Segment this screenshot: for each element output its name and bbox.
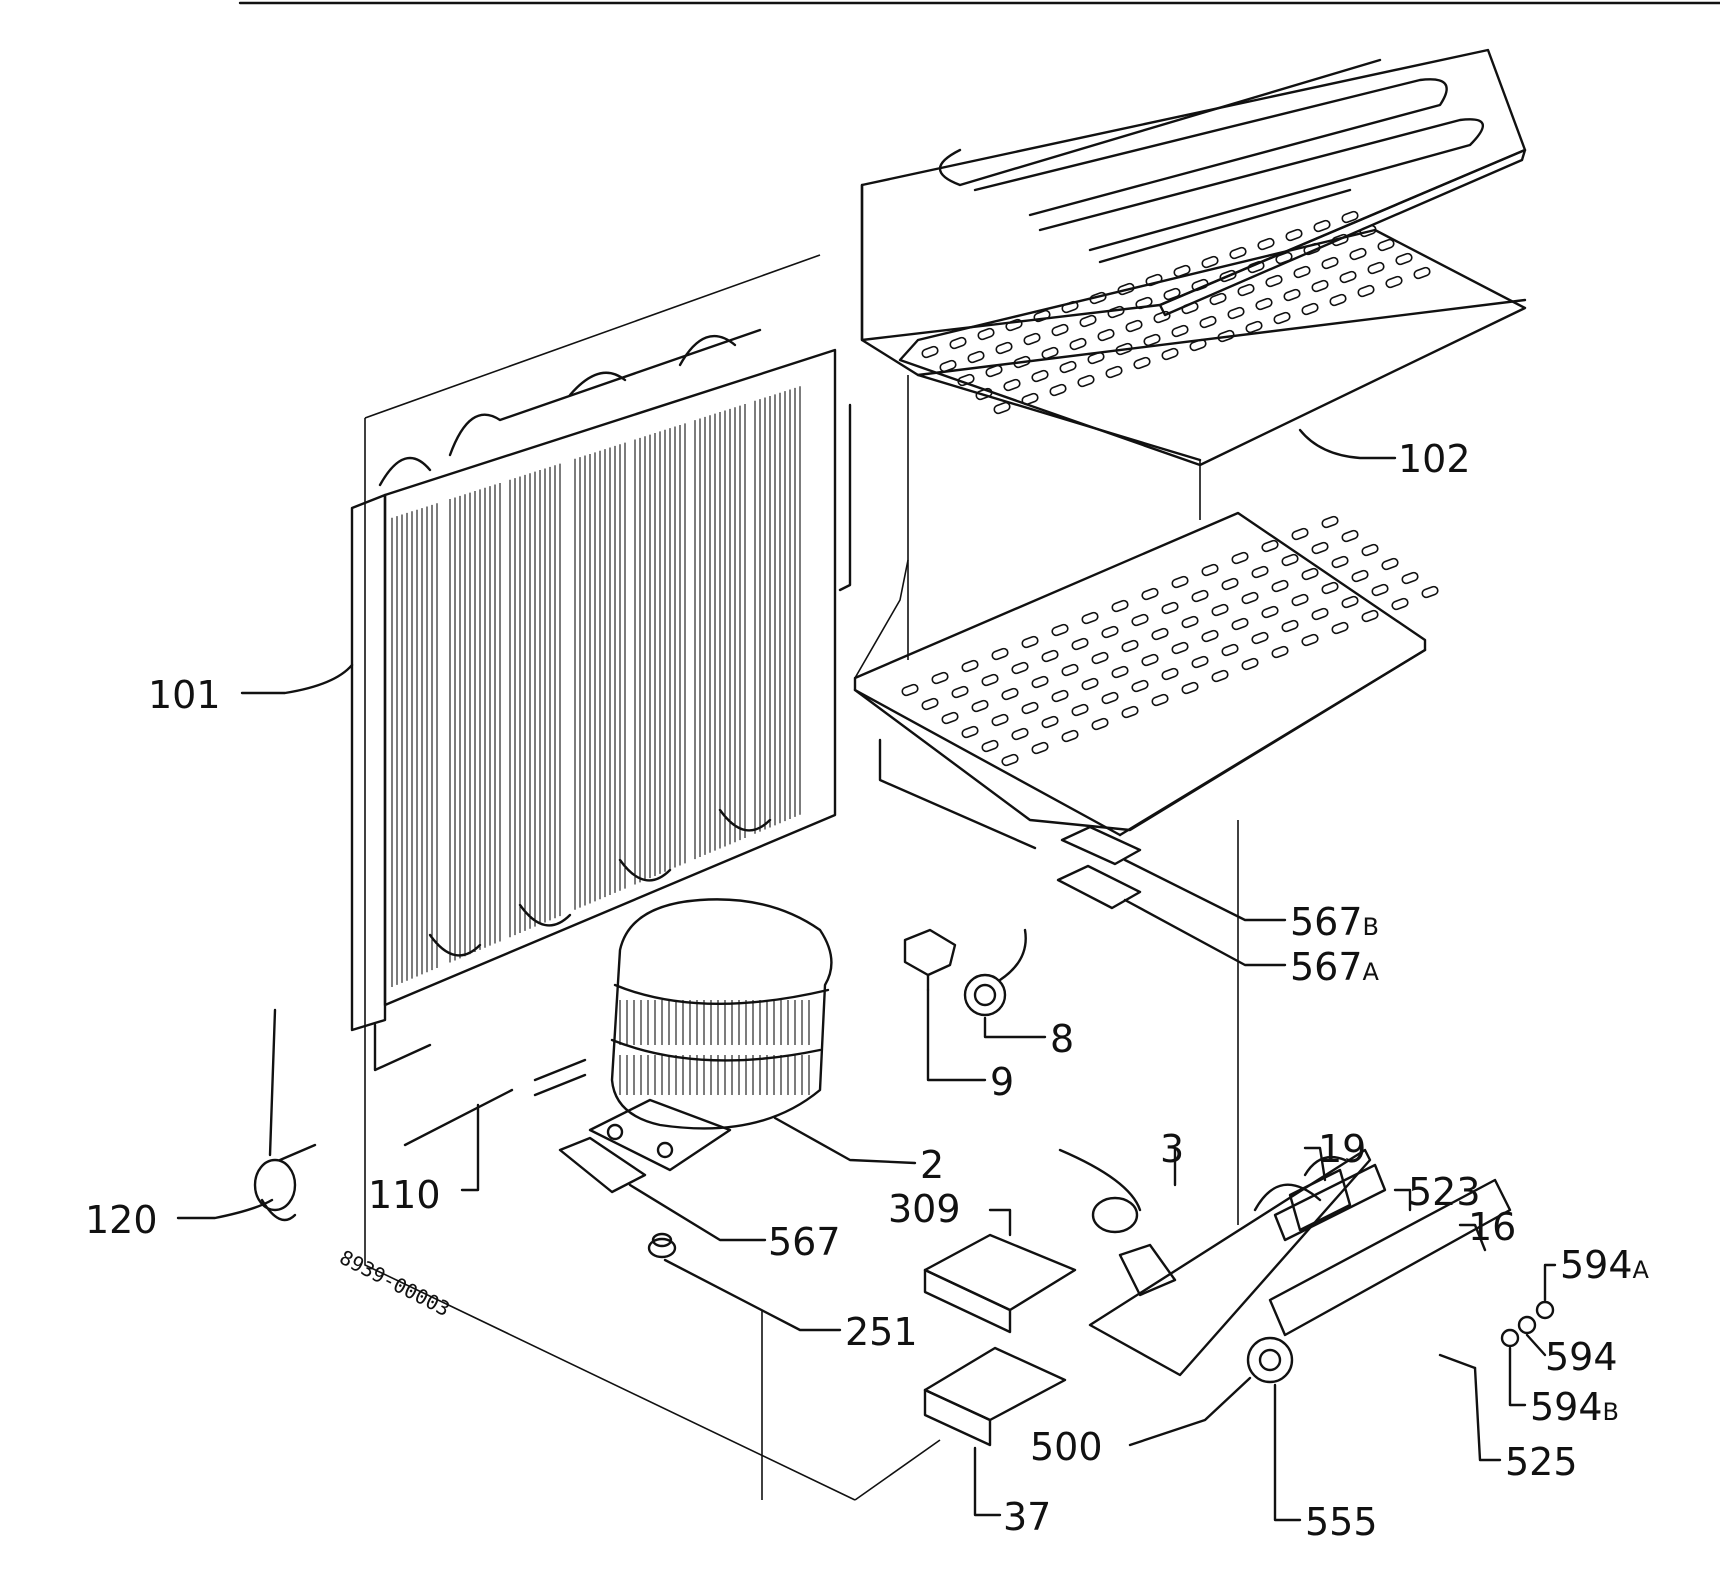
wire-shelf [853,511,1439,837]
label-19: 19 [1318,1127,1366,1171]
label-102: 102 [1398,437,1471,481]
light-switch [1288,1168,1352,1232]
condenser [350,328,852,1072]
label-9: 9 [990,1060,1014,1104]
overload-protector [963,928,1027,1017]
label-523: 523 [1408,1170,1481,1214]
cabinet-outline [364,254,1239,1501]
label-120: 120 [85,1198,158,1242]
label-567b: 567B [1290,900,1379,944]
thermostat [1058,1148,1177,1297]
label-567a: 567A [1290,945,1380,989]
compressor [533,898,833,1194]
control-panel [1088,1148,1512,1384]
sensor-tube [878,738,1037,850]
filter-drier [253,1008,317,1222]
drawing-code: 8939-00003 [336,1245,454,1321]
evaporator-plate [860,48,1527,467]
label-500: 500 [1030,1425,1103,1469]
label-594a: 594A [1560,1243,1650,1287]
label-37: 37 [1003,1495,1051,1539]
start-relay [903,928,957,992]
terminal-cover [923,1233,1077,1334]
label-309: 309 [888,1187,961,1231]
bracket-567a [1056,864,1142,910]
label-110: 110 [368,1173,441,1217]
label-251: 251 [845,1310,918,1354]
label-8: 8 [1050,1017,1074,1061]
tube-110 [403,1088,514,1147]
label-594: 594 [1545,1335,1618,1379]
label-16: 16 [1468,1205,1516,1249]
label-3: 3 [1160,1127,1184,1171]
label-2: 2 [920,1143,944,1187]
leader-lines [176,428,1557,1522]
label-555: 555 [1305,1500,1378,1544]
bracket-567b [1060,825,1142,866]
label-101: 101 [148,673,221,717]
label-567: 567 [768,1220,841,1264]
part-labels: 101 102 110 120 2 567 251 309 37 9 8 567… [85,437,1650,1544]
label-525: 525 [1505,1440,1578,1484]
terminal-box [923,1346,1067,1447]
label-594b: 594B [1530,1385,1619,1429]
rubber-grommet [647,1232,677,1259]
